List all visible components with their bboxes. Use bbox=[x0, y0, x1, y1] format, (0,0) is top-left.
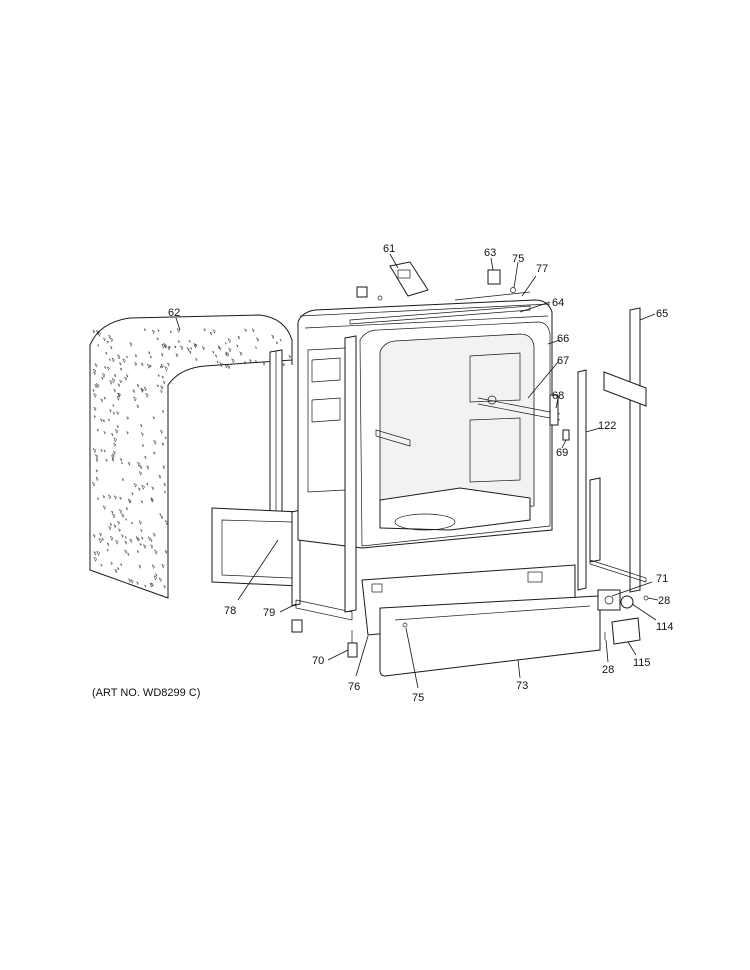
callout-62: 62 bbox=[168, 307, 180, 319]
right-side-channel-part bbox=[577, 369, 587, 591]
tub-assembly-part bbox=[297, 299, 561, 613]
right-side-frame-part bbox=[589, 307, 647, 593]
callout-67: 67 bbox=[557, 355, 569, 367]
callout-63: 63 bbox=[484, 247, 496, 259]
callout-28-right: 28 bbox=[658, 595, 670, 607]
callout-122: 122 bbox=[598, 420, 616, 432]
callout-68: 68 bbox=[552, 390, 564, 402]
callout-114: 114 bbox=[656, 621, 674, 633]
callout-69: 69 bbox=[556, 447, 568, 459]
drain-components-part bbox=[597, 589, 649, 645]
art-number: (ART NO. WD8299 C) bbox=[92, 687, 200, 699]
callout-labels: 62 61 63 75 77 64 65 66 67 68 122 69 78 … bbox=[92, 243, 674, 704]
callout-76: 76 bbox=[348, 681, 360, 693]
callout-64: 64 bbox=[552, 297, 564, 309]
top-mounting-bracket-part bbox=[454, 269, 531, 301]
callout-66: 66 bbox=[557, 333, 569, 345]
top-rail-part bbox=[349, 305, 531, 325]
callout-65: 65 bbox=[656, 308, 668, 320]
hinge-bracket-part bbox=[356, 261, 429, 301]
callout-78: 78 bbox=[224, 605, 236, 617]
callout-77: 77 bbox=[536, 263, 548, 275]
callout-73: 73 bbox=[516, 680, 528, 692]
callout-75-bottom: 75 bbox=[412, 692, 424, 704]
callout-115: 115 bbox=[633, 657, 651, 669]
callout-61: 61 bbox=[383, 243, 395, 255]
callout-28-lower: 28 bbox=[602, 664, 614, 676]
callout-79: 79 bbox=[263, 607, 275, 619]
callout-70: 70 bbox=[312, 655, 324, 667]
callout-71: 71 bbox=[656, 573, 668, 585]
leveling-leg-part bbox=[347, 630, 358, 658]
callout-75-top: 75 bbox=[512, 253, 524, 265]
leader-lines bbox=[175, 253, 659, 689]
